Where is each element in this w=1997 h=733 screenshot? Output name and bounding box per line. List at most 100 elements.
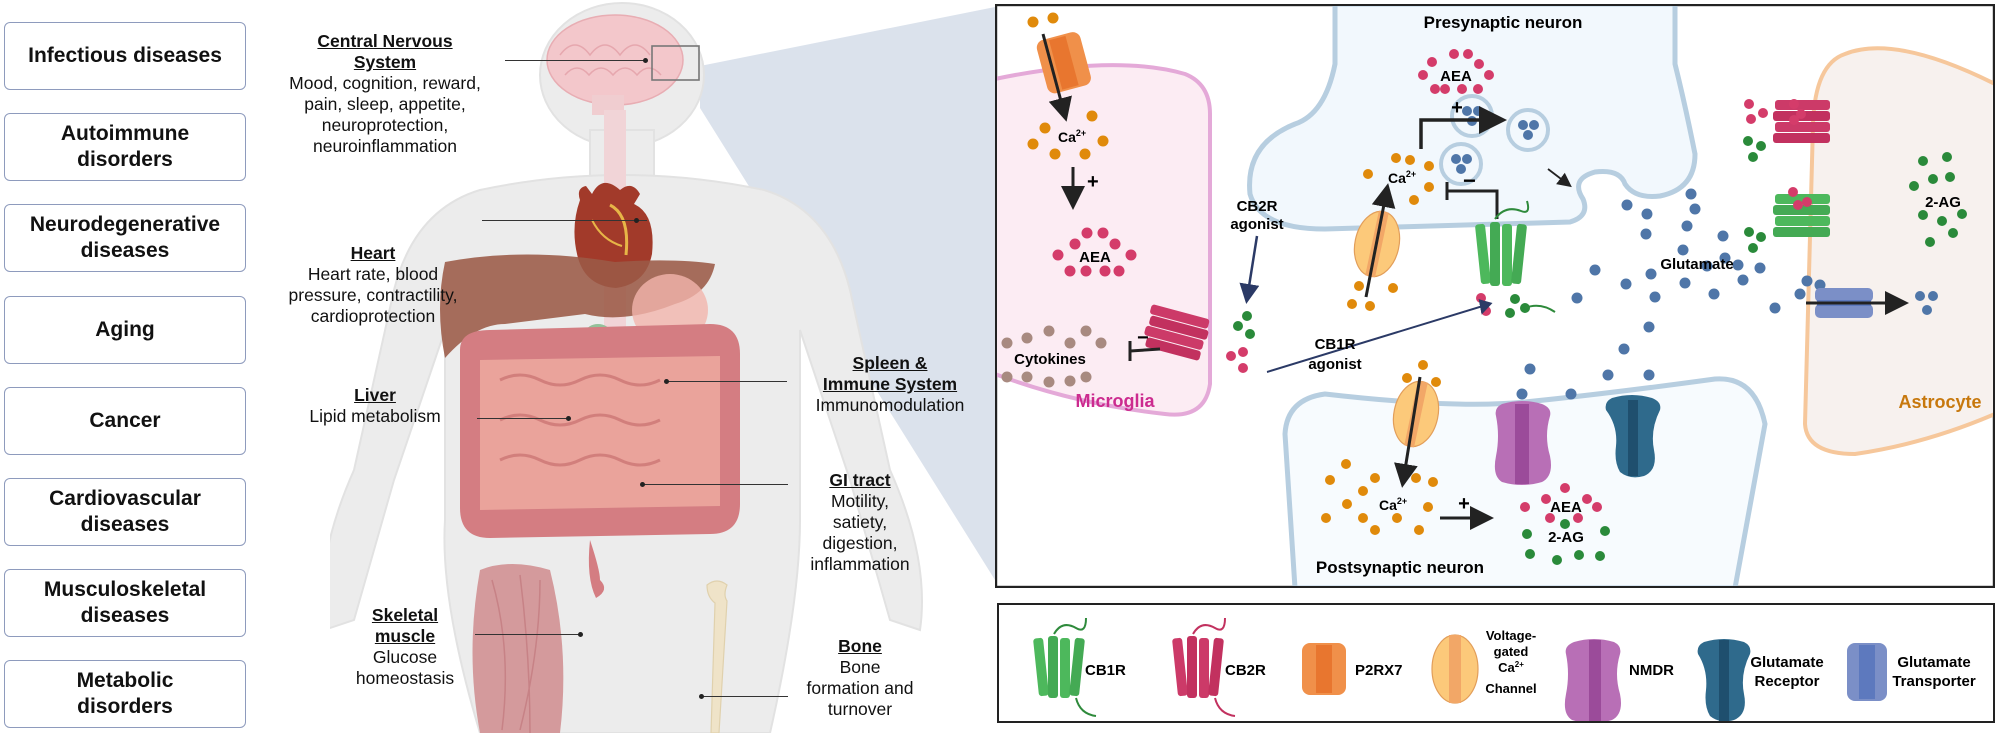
leader-liver xyxy=(477,418,569,420)
cb1r-receptor-astrocyte xyxy=(1773,194,1830,237)
aea-cluster-presynaptic xyxy=(1418,49,1494,94)
ca-ions-presynaptic xyxy=(1363,153,1434,205)
spleen-desc: Immunomodulation xyxy=(815,395,965,415)
ca-ions-microglia xyxy=(1027,12,1109,160)
disease-cardiovascular: Cardiovascular diseases xyxy=(4,478,246,546)
cb2r-receptor-microglia xyxy=(1144,304,1210,361)
disease-aging: Aging xyxy=(4,296,246,364)
leader-dot-spleen xyxy=(664,379,669,384)
glutamate-receptor-icon xyxy=(1697,639,1751,721)
ca-ions-postsynaptic xyxy=(1321,459,1438,535)
cb2r-agonist-label-line2: agonist xyxy=(1230,216,1283,233)
skeletal-muscle-title: Skeletal muscle xyxy=(371,605,439,646)
femur-bone-icon xyxy=(706,580,728,733)
disease-infectious: Infectious diseases xyxy=(4,22,246,90)
disease-cancer: Cancer xyxy=(4,387,246,455)
organ-label-gi: GI tract Motility, satiety, digestion, i… xyxy=(795,470,925,575)
glutamate-cloud xyxy=(1516,188,1836,400)
legend-label-cb1r: CB1R xyxy=(1085,662,1126,679)
leader-gi xyxy=(643,484,788,486)
astrocyte-label: Astrocyte xyxy=(1898,392,1981,412)
p2rx7-channel-icon xyxy=(1302,643,1346,695)
glutamate-transporter-icon xyxy=(1847,643,1887,701)
legend-label-cb2r: CB2R xyxy=(1225,662,1266,679)
cns-title: Central Nervous System xyxy=(317,31,453,72)
two-ag-cluster-postsynaptic xyxy=(1522,519,1610,565)
leader-dot-skeletal xyxy=(578,632,583,637)
organ-label-liver: Liver Lipid metabolism xyxy=(280,385,470,427)
nmdr-receptor xyxy=(1494,401,1551,485)
p2rx7-channel xyxy=(1036,32,1091,94)
cb1r-agonist-label-line1: CB1R xyxy=(1315,336,1356,353)
leader-dot-bone xyxy=(699,694,704,699)
leader-spleen xyxy=(667,381,787,383)
leader-dot-gi xyxy=(640,482,645,487)
minus-sign: − xyxy=(1137,327,1149,349)
aea-label-microglia: AEA xyxy=(1079,249,1111,266)
heart-desc: Heart rate, blood pressure, contractilit… xyxy=(288,264,458,326)
leader-dot-liver xyxy=(566,416,571,421)
organ-label-spleen: Spleen & Immune System Immunomodulation xyxy=(795,353,985,416)
minus-sign-presynaptic: − xyxy=(1463,168,1476,193)
cb1r-receptor-icon xyxy=(1033,617,1097,717)
synapse-panel: Ca2+ + AEA CB2R agonist − Cytokines xyxy=(995,4,1995,588)
aea-label-postsynaptic: AEA xyxy=(1550,499,1582,516)
cns-desc: Mood, cognition, reward, pain, sleep, ap… xyxy=(289,73,481,156)
human-body-illustration xyxy=(330,2,923,733)
nmdr-receptor-icon xyxy=(1564,639,1621,721)
cb1r-agonist-label-line2: agonist xyxy=(1308,356,1361,373)
voltage-gated-ca-channel-icon xyxy=(1431,634,1479,704)
liver-icon xyxy=(440,254,715,358)
disease-neurodegenerative: Neurodegenerative diseases xyxy=(4,204,246,272)
microglia-label: Microglia xyxy=(1075,391,1155,411)
leader-dot-heart xyxy=(634,218,639,223)
cytokines-label: Cytokines xyxy=(1014,351,1086,368)
leader-heart xyxy=(482,220,647,222)
two-ag-label-postsynaptic: 2-AG xyxy=(1548,529,1584,546)
disease-metabolic: Metabolic disorders xyxy=(4,660,246,728)
spleen-title: Spleen & Immune System xyxy=(822,353,958,394)
disease-autoimmune: Autoimmune disorders xyxy=(4,113,246,181)
zoom-box xyxy=(651,45,700,81)
liver-title: Liver xyxy=(354,385,396,405)
disease-musculoskeletal: Musculoskeletal diseases xyxy=(4,569,246,637)
plus-sign-postsynaptic: + xyxy=(1458,493,1470,515)
leader-bone xyxy=(702,696,788,698)
leader-skeletal xyxy=(475,634,581,636)
gi-title: GI tract xyxy=(829,470,891,490)
bone-title: Bone xyxy=(838,636,882,656)
cb2r-receptor-icon xyxy=(1172,617,1236,717)
glutamate-receptor xyxy=(1605,395,1661,478)
skeletal-muscle-desc: Glucose homeostasis xyxy=(355,647,455,688)
heart-title: Heart xyxy=(350,243,396,263)
organ-label-heart: Heart Heart rate, blood pressure, contra… xyxy=(266,243,480,327)
bone-desc: Bone formation and turnover xyxy=(806,657,914,719)
gi-desc: Motility, satiety, digestion, inflammati… xyxy=(810,491,910,574)
liver-desc: Lipid metabolism xyxy=(309,406,441,426)
leader-dot-cns xyxy=(643,58,648,63)
astrocyte-cell xyxy=(1802,46,1993,457)
aea-cluster-microglia xyxy=(1052,227,1137,277)
aea-cluster-postsynaptic xyxy=(1520,483,1602,523)
cytokines-cluster xyxy=(1001,325,1107,388)
cb1r-receptor-presynaptic xyxy=(1475,200,1530,286)
cb2r-receptor-astrocyte xyxy=(1773,100,1830,143)
legend-label-p2rx7: P2RX7 xyxy=(1355,662,1403,679)
plus-sign: + xyxy=(1087,171,1099,193)
organ-label-bone: Bone Bone formation and turnover xyxy=(795,636,925,720)
organ-label-cns: Central Nervous System Mood, cognition, … xyxy=(266,31,504,157)
plus-sign-presynaptic: + xyxy=(1451,97,1463,119)
organ-label-skeletal-muscle: Skeletal muscle Glucose homeostasis xyxy=(340,605,470,689)
glutamate-label: Glutamate xyxy=(1660,256,1733,273)
legend-label-nmdr: NMDR xyxy=(1629,662,1674,679)
postsynaptic-label: Postsynaptic neuron xyxy=(1316,558,1484,577)
ca-label-postsynaptic: Ca2+ xyxy=(1379,496,1407,513)
two-ag-cluster-astrocyte xyxy=(1909,152,1967,247)
astrocyte-ligand-dots xyxy=(1744,99,1812,210)
presynaptic-label: Presynaptic neuron xyxy=(1424,13,1583,32)
leader-cns xyxy=(505,60,645,62)
